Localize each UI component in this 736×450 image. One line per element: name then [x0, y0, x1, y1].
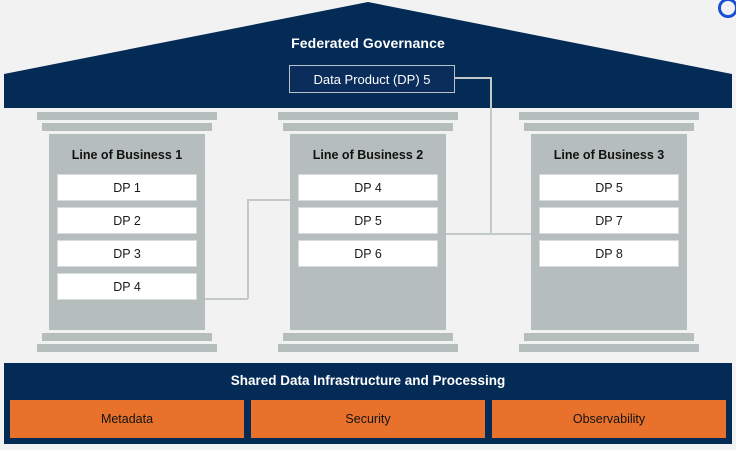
pillar-1-data-product-list: DP 1 DP 2 DP 3 DP 4 — [57, 174, 197, 306]
governance-data-product-box[interactable]: Data Product (DP) 5 — [289, 65, 455, 93]
connector-lob3-dp5-horizontal — [490, 233, 546, 235]
pillar-2-data-product-list: DP 4 DP 5 DP 6 — [298, 174, 438, 273]
pillar-line-of-business-2: Line of Business 2 DP 4 DP 5 DP 6 — [278, 112, 458, 360]
connector-lob2-dp5-horizontal — [431, 233, 492, 235]
data-product-item[interactable]: DP 4 — [298, 174, 438, 201]
pillar-2-title: Line of Business 2 — [312, 148, 424, 162]
shared-data-infrastructure-panel: Shared Data Infrastructure and Processin… — [4, 363, 732, 444]
data-product-item[interactable]: DP 2 — [57, 207, 197, 234]
pillar-2-cap-top — [278, 112, 458, 120]
service-security[interactable]: Security — [251, 400, 485, 438]
connector-lob1-dp4-horizontal-left — [188, 298, 248, 300]
pillar-2-base-mid — [283, 333, 453, 341]
pillar-3-cap-top — [519, 112, 699, 120]
data-product-item[interactable]: DP 8 — [539, 240, 679, 267]
pillar-2-cap-mid — [283, 123, 453, 131]
data-product-item[interactable]: DP 5 — [539, 174, 679, 201]
pillar-1-base-bottom — [37, 344, 217, 352]
service-observability[interactable]: Observability — [492, 400, 726, 438]
pillar-1-cap-mid — [42, 123, 212, 131]
pillar-1-cap-top — [37, 112, 217, 120]
pillar-2-base-bottom — [278, 344, 458, 352]
data-product-item[interactable]: DP 4 — [57, 273, 197, 300]
pillar-line-of-business-3: Line of Business 3 DP 5 DP 7 DP 8 — [519, 112, 699, 360]
connector-gov-dp5-horizontal — [450, 77, 492, 79]
pillar-3-title: Line of Business 3 — [553, 148, 665, 162]
data-product-item[interactable]: DP 3 — [57, 240, 197, 267]
data-product-item[interactable]: DP 1 — [57, 174, 197, 201]
pillar-3-base-bottom — [519, 344, 699, 352]
pillar-1-title: Line of Business 1 — [71, 148, 183, 162]
data-product-item[interactable]: DP 5 — [298, 207, 438, 234]
pillar-3-base-mid — [524, 333, 694, 341]
federated-governance-roof: Federated Governance Data Product (DP) 5 — [4, 0, 736, 108]
roof-shape-icon — [4, 2, 732, 108]
data-product-item[interactable]: DP 6 — [298, 240, 438, 267]
pillar-line-of-business-1: Line of Business 1 DP 1 DP 2 DP 3 DP 4 — [37, 112, 217, 360]
pillar-3-cap-mid — [524, 123, 694, 131]
shared-data-infrastructure-title: Shared Data Infrastructure and Processin… — [230, 373, 506, 388]
data-product-item[interactable]: DP 7 — [539, 207, 679, 234]
service-metadata[interactable]: Metadata — [10, 400, 244, 438]
connector-gov-dp5-vertical — [490, 77, 492, 235]
federated-governance-title: Federated Governance — [291, 35, 445, 51]
connector-lob2-dp4-horizontal-right — [247, 199, 307, 201]
pillar-3-data-product-list: DP 5 DP 7 DP 8 — [539, 174, 679, 273]
connector-lob1-dp4-vertical — [247, 199, 249, 299]
shared-services-row: Metadata Security Observability — [10, 400, 726, 438]
pillar-1-base-mid — [42, 333, 212, 341]
circle-icon — [718, 0, 736, 18]
